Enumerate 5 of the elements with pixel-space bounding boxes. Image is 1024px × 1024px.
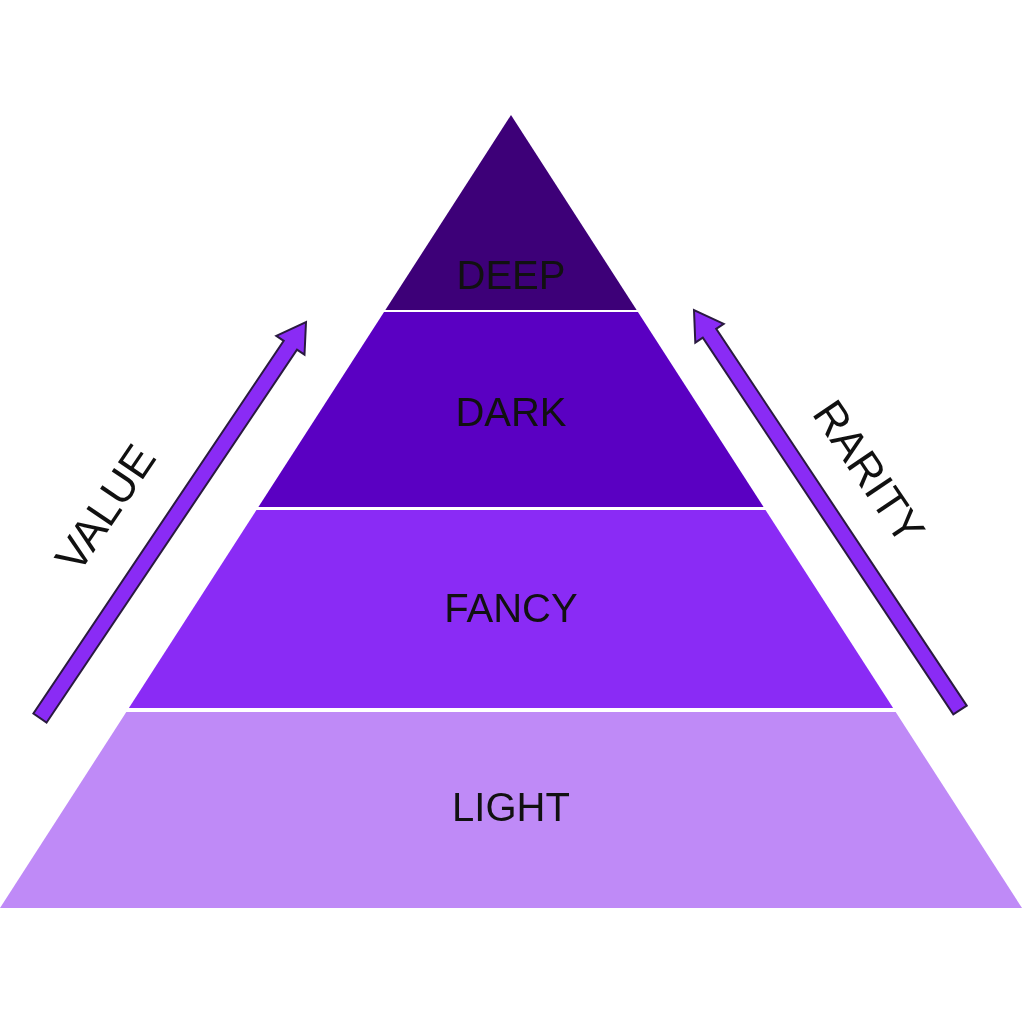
layer-label: LIGHT	[451, 787, 571, 827]
pyramid-layer	[0, 712, 1022, 908]
layer-label: DEEP	[455, 255, 567, 295]
layer-label: DARK	[454, 392, 568, 432]
layer-label: FANCY	[443, 588, 579, 628]
